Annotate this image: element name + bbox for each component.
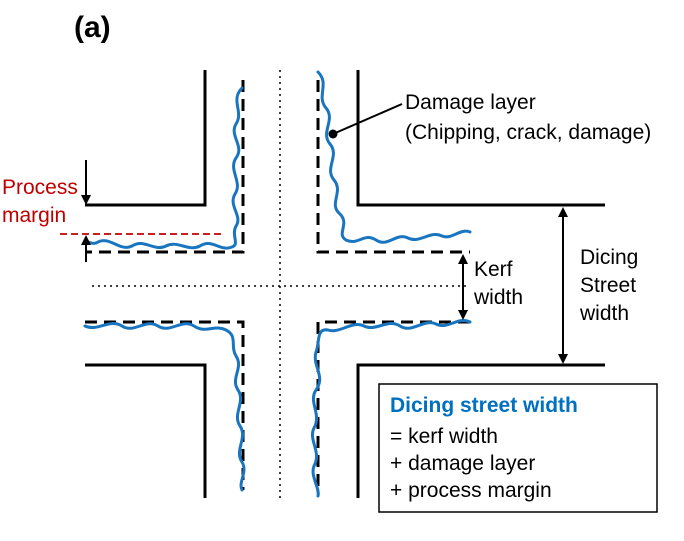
damage-wave-top-left	[83, 86, 244, 250]
process-margin-label-line2: margin	[2, 204, 66, 227]
die-edge-top-right	[356, 70, 605, 207]
formula-box-frame	[378, 383, 658, 513]
damage-wave-bottom-left	[83, 321, 246, 492]
damage-layer-dot	[328, 129, 338, 139]
damage-layer-label: Damage layer	[405, 91, 536, 114]
damage-layer-sublabel: (Chipping, crack, damage)	[405, 121, 651, 144]
formula-box-line-margin: + process margin	[390, 479, 552, 502]
die-edge-top-left	[85, 70, 207, 207]
formula-box-line-kerf: = kerf width	[390, 425, 498, 448]
kerf-width-label-line2: width	[473, 286, 523, 309]
formula-box-title: Dicing street width	[390, 394, 578, 417]
damage-layer-callout: Damage layer (Chipping, crack, damage)	[328, 91, 651, 144]
dicing-street-label-line3: width	[579, 302, 629, 325]
dicing-street-label-line1: Dicing	[580, 246, 638, 269]
process-margin-annotation: Process margin	[2, 160, 222, 262]
die-edge-bottom-right	[356, 363, 605, 498]
die-edge-bottom-left	[85, 363, 207, 498]
dicing-street-width-annotation: Dicing Street width	[558, 207, 638, 364]
damage-layer-waves	[83, 70, 472, 498]
kerf-cut-top-right	[316, 80, 470, 254]
die-edges	[85, 70, 605, 498]
kerf-width-label-line1: Kerf	[474, 258, 513, 281]
center-lines	[92, 70, 468, 498]
process-margin-label-line1: Process	[2, 176, 78, 199]
damage-wave-bottom-right	[311, 319, 472, 498]
damage-wave-top-right	[316, 70, 472, 244]
kerf-cut-bottom-left	[85, 320, 245, 490]
formula-box-line-damage: + damage layer	[390, 452, 535, 475]
kerf-width-annotation: Kerf width	[458, 254, 523, 320]
dicing-street-label-line2: Street	[580, 274, 636, 297]
damage-layer-leader	[332, 103, 403, 135]
panel-label: (a)	[74, 11, 111, 44]
formula-box: Dicing street width = kerf width + damag…	[378, 383, 658, 513]
kerf-cut-bottom-right	[316, 320, 470, 490]
kerf-cut-top-left	[85, 80, 245, 254]
